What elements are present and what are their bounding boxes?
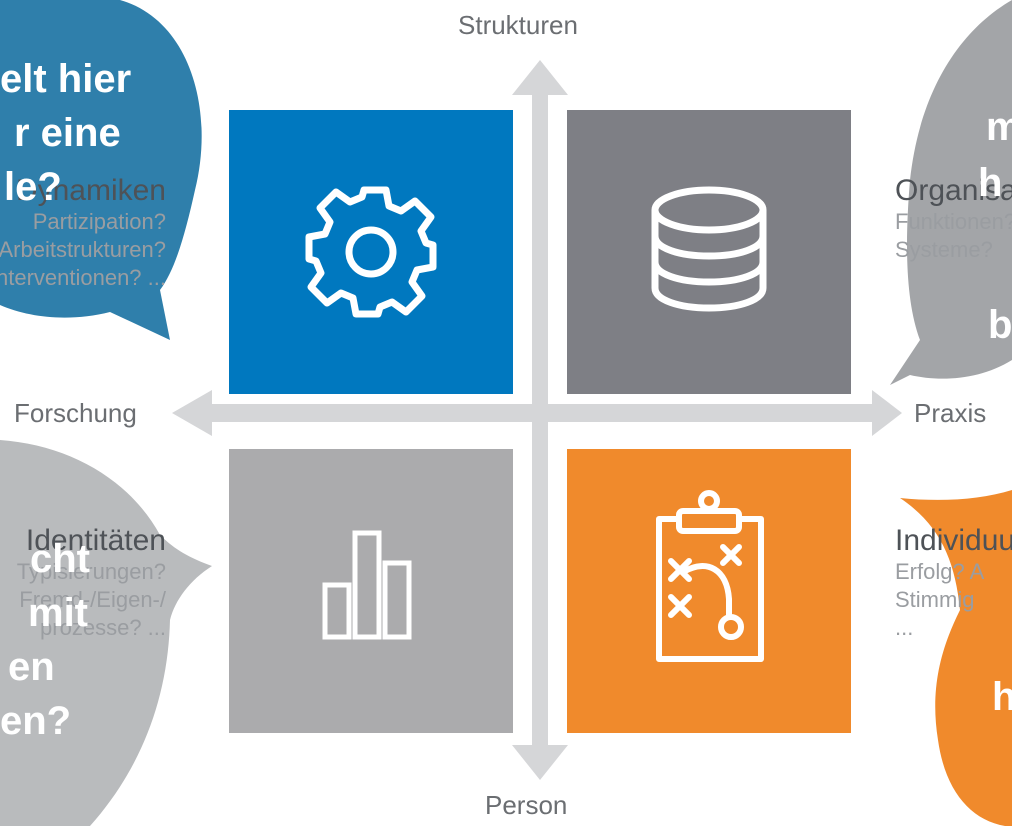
category-line: Typisierungen? <box>16 559 166 584</box>
category-line: Funktionen? <box>895 209 1012 234</box>
bubble-line: h <box>978 161 1003 205</box>
bubble-line: b <box>988 303 1012 347</box>
category-bottom-right: Individuum Erfolg? A Stimmig ... <box>895 524 1012 642</box>
category-title: Individuum <box>895 524 1012 557</box>
axis-label-top: Strukturen <box>458 10 578 40</box>
quadrant-top-right <box>567 110 851 394</box>
bubble-text-top-right: m <box>986 100 1012 154</box>
axis-label-left: Forschung <box>14 398 137 428</box>
speech-bubble-bottom-left <box>0 440 212 826</box>
bubble-text-top-right-2: h <box>978 156 1002 210</box>
bubble-line: cht <box>30 537 90 581</box>
quadrant-top-left <box>229 110 513 394</box>
category-top-left: Dynamiken Partizipation? Arbeitstrukture… <box>0 174 166 292</box>
category-line: Arbeitstrukturen? <box>0 237 166 262</box>
clipboard-strategy-icon <box>656 490 764 662</box>
category-line: Systeme? <box>895 237 993 262</box>
category-top-right: Organisation Funktionen? Systeme? <box>895 174 1012 264</box>
bubble-line: le? <box>4 165 62 209</box>
category-title: Identitäten <box>25 524 166 557</box>
category-line: prozesse? ... <box>40 615 166 640</box>
axis-label-bottom: Person <box>485 790 568 820</box>
speech-bubble-top-left <box>0 0 202 340</box>
bubble-text-bottom-left: cht mit en en? <box>0 532 90 748</box>
speech-bubble-top-right <box>890 0 1012 385</box>
category-line: Erfolg? A <box>895 559 985 584</box>
category-bottom-left: Identitäten Typisierungen? Fremd-/Eigen-… <box>17 524 166 642</box>
category-line: Stimmig <box>895 587 975 612</box>
bubble-line: elt hier <box>0 57 132 101</box>
database-icon <box>651 186 767 312</box>
bubble-text-top-right-3: b <box>988 298 1012 352</box>
bubble-line: en <box>8 645 55 689</box>
category-line: Fremd-/Eigen-/ <box>19 587 166 612</box>
gear-icon <box>305 186 437 318</box>
bubble-text-bottom-right: h <box>992 670 1012 724</box>
bubble-line: en? <box>0 699 72 743</box>
category-title: Organisation <box>895 174 1012 207</box>
bubble-text-top-left: elt hier r eine le? <box>0 52 131 214</box>
category-line: ... <box>895 615 914 640</box>
quadrant-bottom-right <box>567 449 851 733</box>
category-line: Interventionen? ... <box>0 265 166 290</box>
bar-chart-icon <box>322 530 412 640</box>
category-line: Partizipation? <box>32 209 166 234</box>
axis-label-right: Praxis <box>914 398 987 428</box>
bubble-line: mit <box>28 591 88 635</box>
bubble-line: m <box>986 105 1012 149</box>
speech-bubble-bottom-right <box>900 490 1012 826</box>
bubble-line: h <box>992 675 1012 719</box>
quadrant-bottom-left <box>229 449 513 733</box>
bubble-line: r eine <box>14 111 121 155</box>
category-title: Dynamiken <box>15 174 166 207</box>
